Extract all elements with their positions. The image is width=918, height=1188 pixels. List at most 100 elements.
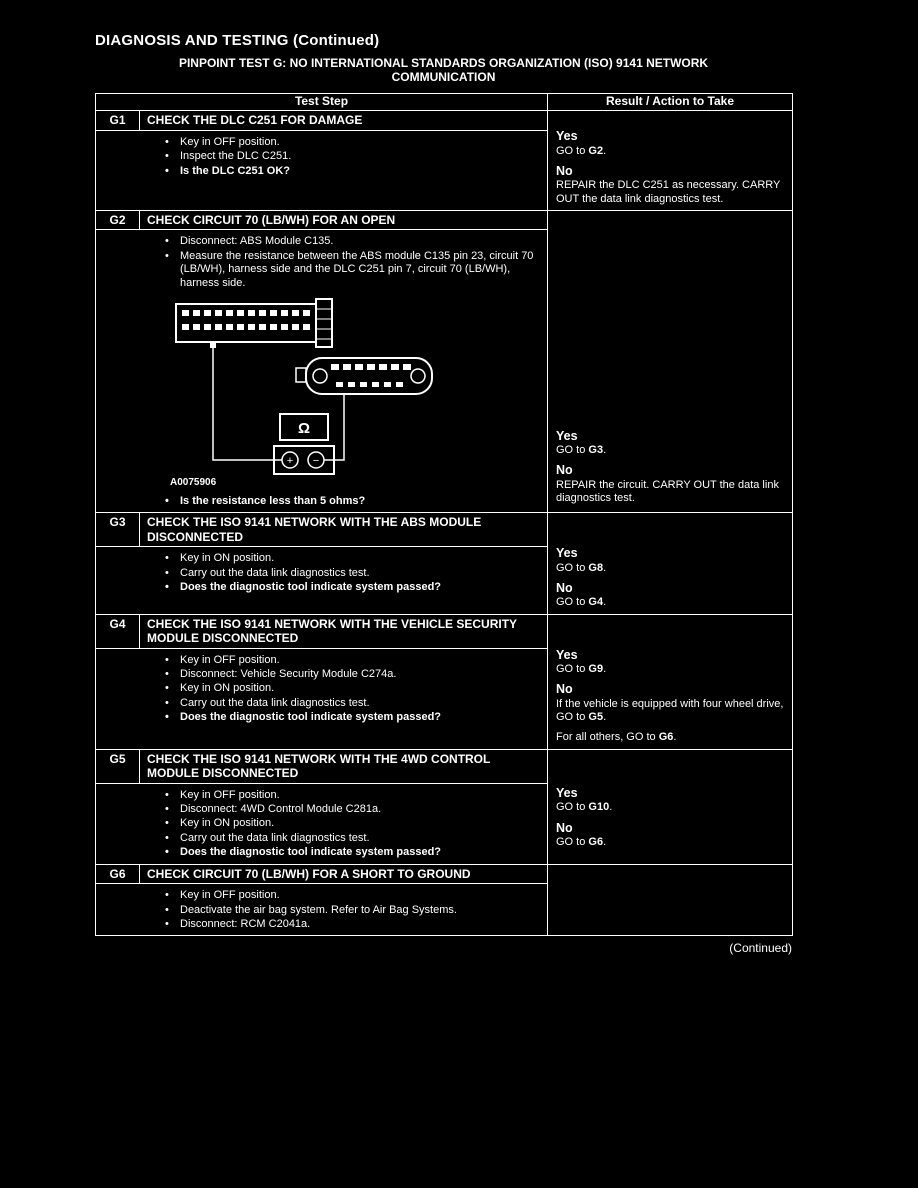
result-cell-g3: Yes GO to G8. No GO to G4. xyxy=(547,512,793,615)
ohm-symbol: Ω xyxy=(298,420,310,437)
result-verdict: No xyxy=(556,682,573,697)
ohmmeter-drawing: Ω + − xyxy=(273,413,335,476)
result-action: GO to G3. xyxy=(556,443,607,456)
instruction: Carry out the data link diagnostics test… xyxy=(165,832,541,846)
test-row-g4: G4 CHECK THE ISO 9141 NETWORK WITH THE V… xyxy=(95,613,793,750)
result-action: GO to G6. xyxy=(556,835,607,848)
minus-terminal-label: − xyxy=(313,455,319,467)
instruction-question: Is the DLC C251 OK? xyxy=(165,165,541,179)
step-cell-g4: G4 CHECK THE ISO 9141 NETWORK WITH THE V… xyxy=(95,613,548,750)
step-instructions: Key in OFF position. Inspect the DLC C25… xyxy=(96,136,541,179)
instruction: Carry out the data link diagnostics test… xyxy=(165,567,541,581)
step-header: G4 CHECK THE ISO 9141 NETWORK WITH THE V… xyxy=(96,614,547,649)
result-verdict: Yes xyxy=(556,129,578,144)
instruction: Key in ON position. xyxy=(165,817,541,831)
result-verdict: Yes xyxy=(556,428,578,443)
step-header: G5 CHECK THE ISO 9141 NETWORK WITH THE 4… xyxy=(96,749,547,784)
instruction: Disconnect: RCM C2041a. xyxy=(165,918,541,932)
step-title: CHECK CIRCUIT 70 (LB/WH) FOR AN OPEN xyxy=(147,213,396,228)
instruction-question: Does the diagnostic tool indicate system… xyxy=(165,846,541,860)
test-lead-wire-right xyxy=(324,394,345,461)
result-cell-g6-empty xyxy=(547,863,793,937)
test-row-g6: G6 CHECK CIRCUIT 70 (LB/WH) FOR A SHORT … xyxy=(95,863,793,937)
instruction-question: Does the diagnostic tool indicate system… xyxy=(165,581,541,595)
result-verdict: Yes xyxy=(556,785,578,800)
instruction: Measure the resistance between the ABS m… xyxy=(165,250,541,290)
result-cell-g4: Yes GO to G9. No If the vehicle is equip… xyxy=(547,613,793,750)
continued-note: (Continued) xyxy=(729,941,792,956)
col-header-result: Result / Action to Take xyxy=(547,93,793,112)
plus-terminal-label: + xyxy=(287,455,293,467)
circuit-diagram: Ω + − A0075906 xyxy=(170,298,433,488)
instruction: Key in ON position. xyxy=(165,682,541,696)
step-cell-g5: G5 CHECK THE ISO 9141 NETWORK WITH THE 4… xyxy=(95,748,548,865)
instruction: Key in OFF position. xyxy=(165,654,541,668)
instruction-question: Does the diagnostic tool indicate system… xyxy=(165,711,541,725)
step-title: CHECK THE DLC C251 FOR DAMAGE xyxy=(147,113,363,128)
instruction: Disconnect: Vehicle Security Module C274… xyxy=(165,668,541,682)
step-header: G2 CHECK CIRCUIT 70 (LB/WH) FOR AN OPEN xyxy=(96,211,547,231)
test-row-g2: G2 CHECK CIRCUIT 70 (LB/WH) FOR AN OPEN … xyxy=(95,210,793,514)
instruction: Disconnect: ABS Module C135. xyxy=(165,235,541,249)
table-header-row: Test Step Result / Action to Take xyxy=(95,93,793,112)
test-row-g3: G3 CHECK THE ISO 9141 NETWORK WITH THE A… xyxy=(95,512,793,615)
service-manual-page: DIAGNOSIS AND TESTING (Continued) PINPOI… xyxy=(95,32,793,956)
test-row-g1: G1 CHECK THE DLC C251 FOR DAMAGE Key in … xyxy=(95,110,793,212)
step-instructions: Key in OFF position. Disconnect: 4WD Con… xyxy=(96,789,541,860)
pinpoint-test-heading-line2: COMMUNICATION xyxy=(391,70,496,85)
figure-label: A0075906 xyxy=(170,477,217,488)
col-header-test-step: Test Step xyxy=(95,93,548,112)
step-header: G3 CHECK THE ISO 9141 NETWORK WITH THE A… xyxy=(96,513,547,548)
result-verdict: No xyxy=(556,163,573,178)
step-cell-g1: G1 CHECK THE DLC C251 FOR DAMAGE Key in … xyxy=(95,110,548,212)
result-action: GO to G9. xyxy=(556,663,607,676)
result-cell-g1: Yes GO to G2. No REPAIR the DLC C251 as … xyxy=(547,110,793,212)
result-verdict: No xyxy=(556,820,573,835)
abs-connector-drawing xyxy=(175,298,333,349)
instruction-question: Is the resistance less than 5 ohms? xyxy=(165,495,541,509)
step-id: G3 xyxy=(96,513,140,547)
step-id: G2 xyxy=(96,211,140,230)
step-instructions: Disconnect: ABS Module C135. Measure the… xyxy=(96,235,541,290)
result-cell-g5: Yes GO to G10. No GO to G6. xyxy=(547,748,793,865)
step-instructions: Key in OFF position. Deactivate the air … xyxy=(96,889,541,932)
test-lead-wire-left xyxy=(212,348,282,461)
result-action: GO to G4. xyxy=(556,596,607,609)
step-instructions: Key in OFF position. Disconnect: Vehicle… xyxy=(96,654,541,725)
result-verdict: Yes xyxy=(556,546,578,561)
page-title: DIAGNOSIS AND TESTING (Continued) xyxy=(95,32,380,49)
instruction: Deactivate the air bag system. Refer to … xyxy=(165,904,541,918)
pinpoint-test-table: Test Step Result / Action to Take G1 CHE… xyxy=(95,93,793,937)
result-action: GO to G10. xyxy=(556,801,613,814)
step-title: CHECK THE ISO 9141 NETWORK WITH THE ABS … xyxy=(147,515,482,544)
instruction: Key in OFF position. xyxy=(165,789,541,803)
instruction: Inspect the DLC C251. xyxy=(165,150,541,164)
step-title: CHECK CIRCUIT 70 (LB/WH) FOR A SHORT TO … xyxy=(147,866,471,881)
result-verdict: No xyxy=(556,463,573,478)
step-id: G5 xyxy=(96,749,140,783)
resistance-test-figure: Ω + − A0075906 xyxy=(168,298,547,493)
step-cell-g3: G3 CHECK THE ISO 9141 NETWORK WITH THE A… xyxy=(95,512,548,615)
step-title: CHECK THE ISO 9141 NETWORK WITH THE VEHI… xyxy=(147,616,517,646)
instruction: Disconnect: 4WD Control Module C281a. xyxy=(165,803,541,817)
step-header: G1 CHECK THE DLC C251 FOR DAMAGE xyxy=(96,111,547,131)
result-action: REPAIR the DLC C251 as necessary. CARRY … xyxy=(556,179,781,205)
pinpoint-test-heading-line1: PINPOINT TEST G: NO INTERNATIONAL STANDA… xyxy=(178,56,709,70)
pinpoint-test-heading: PINPOINT TEST G: NO INTERNATIONAL STANDA… xyxy=(95,56,792,84)
result-verdict: No xyxy=(556,581,573,596)
instruction: Key in OFF position. xyxy=(165,889,541,903)
test-row-g5: G5 CHECK THE ISO 9141 NETWORK WITH THE 4… xyxy=(95,748,793,865)
step-cell-g6: G6 CHECK CIRCUIT 70 (LB/WH) FOR A SHORT … xyxy=(95,863,548,937)
result-action: GO to G2. xyxy=(556,144,607,157)
result-cell-g2: Yes GO to G3. No REPAIR the circuit. CAR… xyxy=(547,210,793,514)
dlc-connector-drawing xyxy=(295,357,433,396)
step-title: CHECK THE ISO 9141 NETWORK WITH THE 4WD … xyxy=(147,751,491,781)
step-id: G4 xyxy=(96,614,140,648)
step-id: G6 xyxy=(96,864,140,884)
step-cell-g2: G2 CHECK CIRCUIT 70 (LB/WH) FOR AN OPEN … xyxy=(95,210,548,514)
instruction: Carry out the data link diagnostics test… xyxy=(165,697,541,711)
instruction: Key in OFF position. xyxy=(165,136,541,150)
result-action: REPAIR the circuit. CARRY OUT the data l… xyxy=(556,478,779,505)
step-id: G1 xyxy=(96,111,140,130)
result-action: If the vehicle is equipped with four whe… xyxy=(556,697,784,724)
